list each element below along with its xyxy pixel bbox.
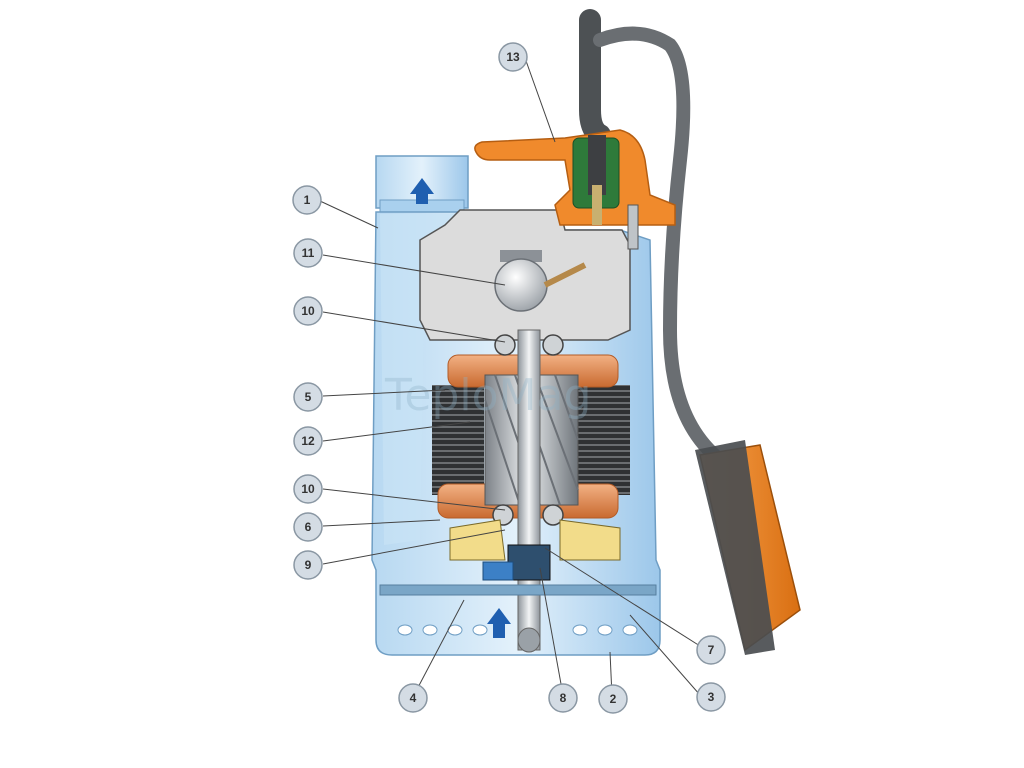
callout-label: 13 — [506, 50, 520, 64]
callout-1: 1 — [292, 185, 322, 215]
oil-chamber — [449, 519, 621, 561]
cover-bolt — [627, 204, 639, 250]
callout-label: 4 — [410, 691, 417, 705]
float-cable — [593, 26, 727, 467]
callout-label: 1 — [304, 193, 311, 207]
arrow-up-icon — [410, 178, 434, 204]
pump-base-plate — [379, 584, 657, 596]
motor-stator-left — [432, 385, 484, 495]
callout-label: 10 — [301, 482, 315, 496]
callout-label: 3 — [708, 690, 715, 704]
callout-4: 4 — [398, 683, 428, 713]
callout-8: 8 — [548, 683, 578, 713]
callout-label: 5 — [305, 390, 312, 404]
callout-12: 12 — [293, 426, 323, 456]
suction-strainer — [397, 624, 638, 636]
callout-label: 11 — [302, 246, 315, 260]
callout-6: 6 — [293, 512, 323, 542]
float-switch — [695, 440, 801, 655]
callout-10-lower: 10 — [293, 474, 323, 504]
callout-5: 5 — [293, 382, 323, 412]
upper-bearing — [494, 334, 564, 356]
arrow-up-icon — [487, 608, 511, 638]
callout-7: 7 — [696, 635, 726, 665]
leader-lines — [319, 57, 701, 697]
motor-stator-right — [578, 385, 630, 495]
callout-11: 11 — [293, 238, 323, 268]
callout-9: 9 — [293, 550, 323, 580]
callout-label: 2 — [610, 692, 617, 706]
callout-3: 3 — [696, 682, 726, 712]
mechanical-seal — [507, 544, 551, 581]
watermark-logo: TeploMag — [384, 370, 591, 421]
callout-2: 2 — [598, 684, 628, 714]
callout-label: 6 — [305, 520, 312, 534]
callout-13: 13 — [498, 42, 528, 72]
callout-label: 10 — [301, 304, 315, 318]
discharge-channel — [380, 214, 466, 545]
capacitor — [494, 250, 587, 312]
callout-10-upper: 10 — [293, 296, 323, 326]
callout-label: 9 — [305, 558, 312, 572]
callout-label: 7 — [708, 643, 715, 657]
callout-label: 8 — [560, 691, 567, 705]
callout-label: 12 — [301, 434, 315, 448]
